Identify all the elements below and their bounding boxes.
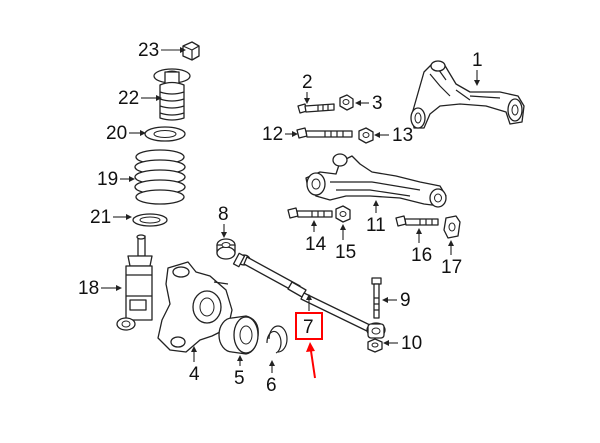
part-5-hub-bearing xyxy=(218,315,259,355)
label-14: 14 xyxy=(305,234,327,255)
label-15: 15 xyxy=(335,242,356,263)
part-4-knuckle xyxy=(157,261,235,353)
part-11-lower-arm xyxy=(305,153,447,208)
part-21-lower-insulator xyxy=(132,213,168,227)
label-3: 3 xyxy=(372,93,383,114)
part-17-bracket xyxy=(443,215,461,239)
label-17: 17 xyxy=(441,257,462,278)
part-3-nut xyxy=(339,94,354,111)
part-16-bolt xyxy=(395,215,439,227)
part-18-shock-absorber xyxy=(116,234,153,331)
part-19-coil-spring xyxy=(134,149,186,205)
part-15-nut xyxy=(335,205,351,223)
label-1: 1 xyxy=(472,50,483,71)
label-7: 7 xyxy=(303,317,314,338)
part-9-bolt xyxy=(371,277,382,319)
label-13: 13 xyxy=(392,125,413,146)
label-16: 16 xyxy=(411,245,432,266)
part-8-bushing xyxy=(216,238,236,260)
part-22-upper-mount xyxy=(153,68,191,121)
highlight-arrow xyxy=(306,342,316,379)
part-1-upper-arm xyxy=(410,60,525,129)
label-10: 10 xyxy=(401,333,422,354)
part-6-snap-ring xyxy=(266,325,288,354)
part-23-nut xyxy=(182,41,200,61)
part-7-toe-link xyxy=(232,252,386,339)
label-5: 5 xyxy=(234,368,245,389)
highlight-box-7 xyxy=(295,312,323,340)
part-2-bolt xyxy=(297,103,335,114)
label-20: 20 xyxy=(106,123,127,144)
label-4: 4 xyxy=(189,364,200,385)
label-23: 23 xyxy=(138,40,159,61)
label-22: 22 xyxy=(118,88,139,109)
label-12: 12 xyxy=(262,124,283,145)
label-6: 6 xyxy=(266,375,277,396)
label-2: 2 xyxy=(302,72,313,93)
part-12-bolt xyxy=(296,127,353,139)
label-11: 11 xyxy=(366,215,386,236)
part-14-bolt xyxy=(287,207,333,219)
part-10-nut xyxy=(367,338,383,353)
part-13-nut xyxy=(358,127,374,144)
label-8: 8 xyxy=(218,204,229,225)
label-19: 19 xyxy=(97,169,118,190)
label-21: 21 xyxy=(90,207,111,228)
part-20-spring-seat xyxy=(144,126,186,142)
label-9: 9 xyxy=(400,290,411,311)
label-18: 18 xyxy=(78,278,99,299)
